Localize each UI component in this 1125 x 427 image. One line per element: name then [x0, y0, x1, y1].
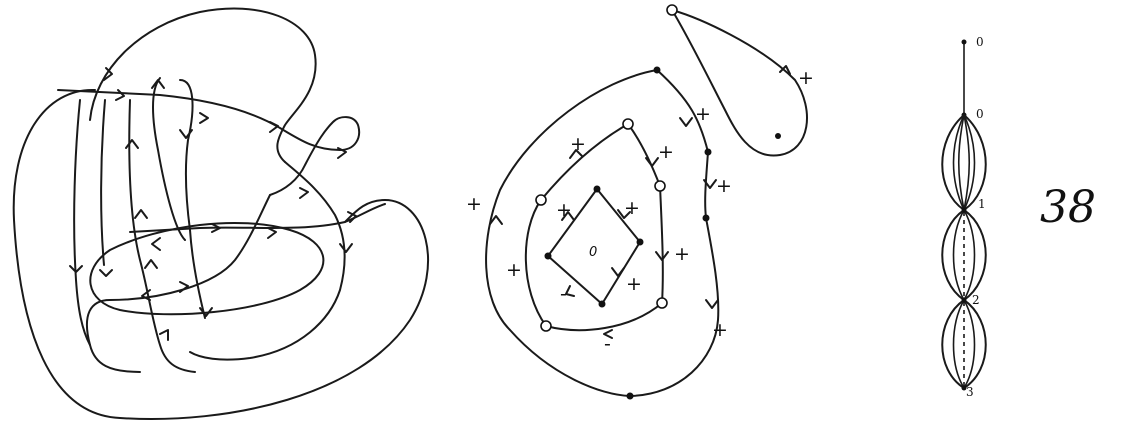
figure-number: 38: [1040, 182, 1096, 233]
sign-label: +: [712, 319, 728, 341]
graph-outer-cycle: [486, 70, 718, 396]
sign-label: +: [506, 259, 522, 281]
knot-strand-v4: [153, 78, 185, 240]
level-label: 1: [978, 197, 986, 211]
knot-diagram: [14, 9, 428, 419]
knot-strand-right: [190, 162, 345, 360]
knot-strand-v3: [129, 100, 195, 372]
knot-strand-horizontal: [130, 204, 385, 232]
level-label: 3: [966, 385, 974, 399]
graph-middle-cycle: [526, 124, 663, 330]
knot-strand-top-loop: [90, 9, 316, 162]
sign-label: +: [674, 243, 690, 265]
sign-label: +: [658, 141, 674, 163]
level-label: 0: [976, 35, 984, 49]
sign-label: +: [570, 133, 586, 155]
sign-label: -: [604, 333, 611, 355]
level-label: 2: [972, 293, 980, 307]
sign-label: -: [560, 283, 567, 305]
sign-label: +: [556, 199, 572, 221]
knot-strand-v1: [74, 100, 90, 345]
sign-label: +: [798, 67, 814, 89]
knot-strand-middle: [87, 195, 270, 372]
signed-graph: + + + + + + + + + + + + - - 0: [466, 5, 814, 400]
sign-label: +: [695, 103, 711, 125]
sign-label: +: [624, 197, 640, 219]
level-label: 0: [976, 107, 984, 121]
tower-diagram: 0 0 1 2 3: [942, 35, 986, 399]
knot-strand-v2: [101, 100, 105, 265]
graph-petal: [672, 10, 807, 156]
inner-face-label: 0: [589, 245, 597, 260]
sign-label: +: [466, 193, 482, 215]
sign-label: +: [716, 175, 732, 197]
sign-label: +: [626, 273, 642, 295]
